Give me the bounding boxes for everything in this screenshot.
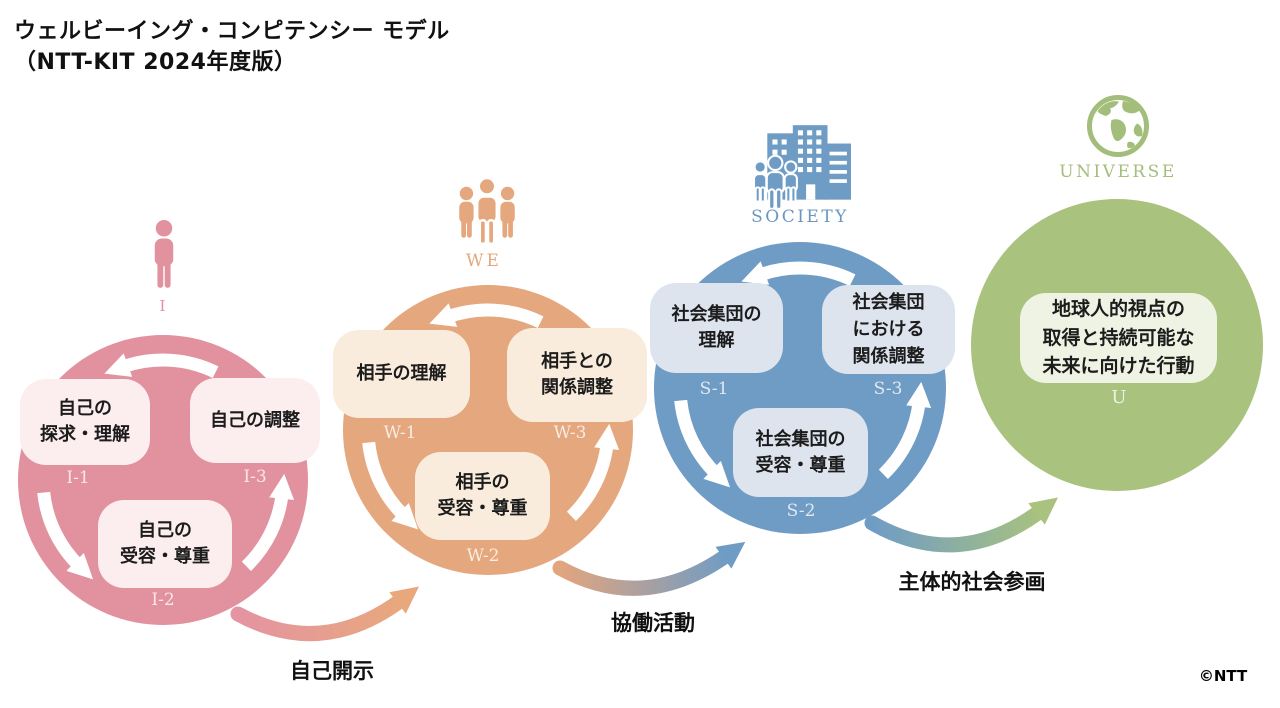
code-label-s1: S-1 [699,379,729,399]
person-icon [154,220,174,288]
globe-icon [1087,95,1149,157]
competency-box-w2: 相手の 受容・尊重 [415,452,550,540]
transition-arrow-society-universe [864,497,1058,553]
circle-caption-society: SOCIETY [751,207,849,227]
society-icon [753,125,851,210]
cycle-arrow-left [362,441,419,530]
cycle-arrow-top [104,353,219,379]
cycle-arrow-right [566,423,620,521]
title-line-1: ウェルビーイング・コンピテンシー モデル [14,19,450,44]
copyright-notice: ©NTT [1198,667,1248,685]
cycle-arrow-left [674,399,731,488]
code-label-i3: I-3 [243,467,267,487]
competency-box-w1: 相手の理解 [333,330,470,418]
competency-box-i2: 自己の 受容・尊重 [98,500,232,588]
code-label-w3: W-3 [553,423,587,443]
code-label-w1: W-1 [383,423,417,443]
code-label-s2: S-2 [786,501,816,521]
title-line-2: （NTT-KIT 2024年度版） [14,50,297,75]
competency-box-s3: 社会集団 における 関係調整 [822,285,955,374]
people-icon [459,176,515,246]
cycle-arrow-right [241,473,295,571]
code-label-w2: W-2 [466,546,500,566]
transition-label-social-participation: 主体的社会参画 [898,570,1046,594]
transition-arrow-i-we [230,586,420,642]
cycle-arrow-top [741,261,856,287]
competency-box-w3: 相手との 関係調整 [507,328,647,422]
code-label-i2: I-2 [151,590,175,610]
competency-box-s1: 社会集団の 理解 [650,283,783,373]
code-label-i1: I-1 [66,468,90,488]
cycle-arrow-left [37,491,94,580]
circle-caption-i: I [159,297,167,315]
code-label-s3: S-3 [873,379,903,399]
cycle-arrow-right [878,381,932,479]
transition-arrow-we-society [552,541,746,596]
circle-caption-universe: UNIVERSE [1059,162,1177,182]
competency-box-i3: 自己の調整 [190,378,320,463]
transition-label-self-disclosure: 自己開示 [290,659,374,683]
cycle-arrow-top [429,303,544,329]
competency-box-i1: 自己の 探求・理解 [20,379,150,465]
code-label-u: U [1111,387,1127,408]
transition-label-collaboration: 協働活動 [611,611,695,635]
page-title: ウェルビーイング・コンピテンシー モデル （NTT-KIT 2024年度版） [14,16,450,78]
competency-box-s2: 社会集団の 受容・尊重 [733,408,868,497]
competency-box-u: 地球人的視点の 取得と持続可能な 未来に向けた行動 [1020,293,1217,383]
circle-caption-we: WE [466,251,502,271]
